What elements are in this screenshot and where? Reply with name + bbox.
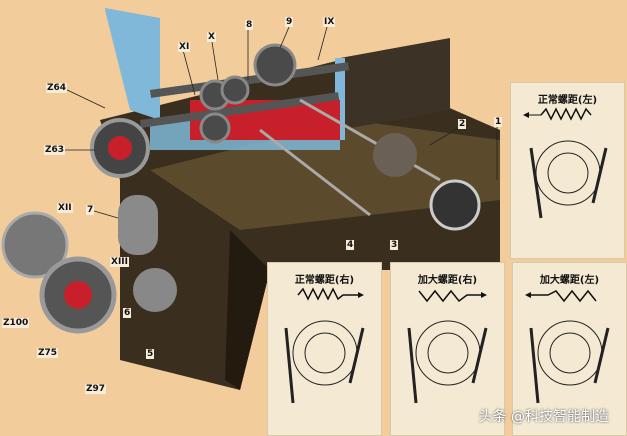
cam-2 (373, 133, 417, 177)
label-2: 2 (458, 119, 467, 129)
cam-disc (429, 179, 481, 231)
gear-hub (108, 136, 132, 160)
label-5: 5 (146, 349, 155, 359)
label-x: X (207, 32, 216, 42)
panel-title: 正常螺距(左) (537, 95, 598, 106)
panel-title: 正常螺距(右) (294, 275, 355, 286)
panel-large-left: 加大螺距(左) (512, 262, 627, 436)
label-4: 4 (346, 240, 355, 250)
label-6: 6 (123, 308, 132, 318)
rod (299, 98, 441, 182)
label-3: 3 (390, 240, 399, 250)
label-1: 1 (494, 117, 503, 127)
gear-z100 (1, 211, 69, 279)
label-xiii: XIII (110, 257, 129, 267)
cam-diagram-icon (525, 289, 610, 404)
cam-diagram-icon (284, 287, 365, 404)
lever-5 (133, 268, 177, 312)
housing-side (225, 230, 270, 390)
panel-normal-left: 正常螺距(左) (510, 82, 625, 259)
section-wall-right (340, 38, 450, 130)
gear-xi (199, 112, 231, 144)
label-9: 9 (285, 17, 294, 27)
cam-diagram-icon (407, 289, 488, 404)
panel-normal-right: 正常螺距(右) (267, 262, 382, 436)
label-8: 8 (245, 20, 254, 30)
label-z63: Z63 (44, 145, 66, 155)
gear-8 (220, 75, 250, 105)
cam-diagram-icon (523, 107, 608, 219)
cover-7 (118, 195, 158, 255)
label-ix: IX (323, 17, 336, 27)
rod (259, 128, 371, 217)
label-z97: Z97 (85, 384, 107, 394)
label-z100: Z100 (2, 318, 30, 328)
label-xi: XI (178, 42, 191, 52)
panel-large-right: 加大螺距(右) (390, 262, 505, 436)
panel-title: 加大螺距(左) (539, 275, 600, 286)
shaft-lower (140, 92, 340, 128)
leader-lines (62, 26, 498, 219)
shaft-upper (150, 62, 350, 98)
gear-hub (64, 281, 92, 309)
panel-title: 加大螺距(右) (417, 275, 478, 286)
gear-9 (253, 43, 297, 87)
label-z64: Z64 (46, 83, 68, 93)
label-xii: XII (57, 203, 73, 213)
label-7: 7 (86, 205, 95, 215)
watermark: 头条 @科技智能制造 (478, 409, 609, 425)
label-z75: Z75 (37, 348, 59, 358)
section-wall-left (105, 8, 160, 120)
